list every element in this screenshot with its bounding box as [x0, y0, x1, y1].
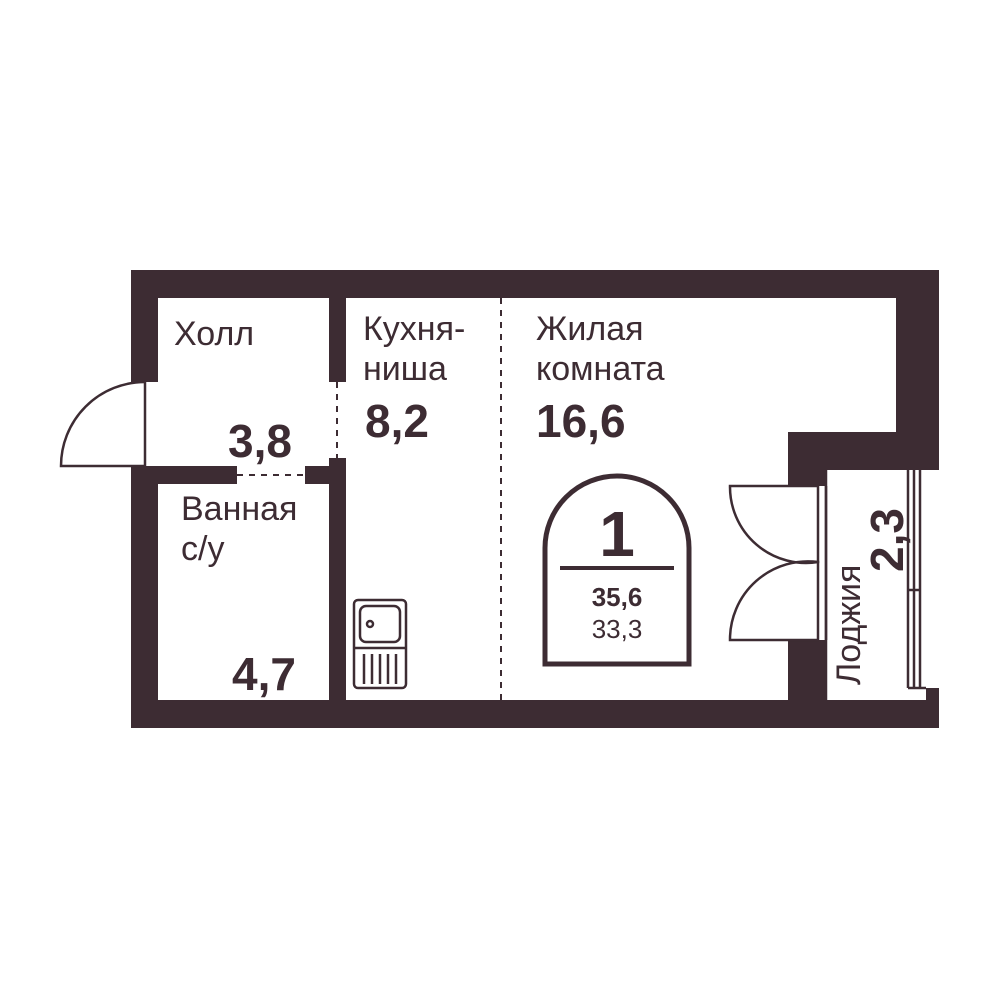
- hall-area: 3,8: [228, 415, 292, 467]
- bathroom-area: 4,7: [232, 648, 296, 700]
- kitchen-name-line1: Кухня-: [363, 310, 465, 348]
- entrance-door[interactable]: [59, 380, 147, 468]
- wall-bath-kitchen: [329, 458, 346, 700]
- bath-wall-notch: [131, 484, 158, 588]
- loggia-pier-top: [788, 432, 826, 486]
- hall-name: Холл: [174, 315, 254, 353]
- badge-living-area: 33,3: [592, 614, 643, 644]
- badge-total-area: 35,6: [592, 582, 643, 612]
- living-name-line1: Жилая: [536, 310, 644, 348]
- wall-hall-kitchen: [329, 298, 346, 382]
- wall-right-lower: [926, 688, 939, 728]
- living-name-line2: комната: [536, 350, 665, 388]
- wall-top: [131, 270, 939, 298]
- living-area: 16,6: [536, 395, 626, 447]
- loggia-outline: [824, 470, 926, 700]
- interior-walls: [131, 298, 346, 700]
- loggia-area: 2,3: [861, 508, 913, 572]
- loggia-name: Лоджия: [830, 565, 868, 685]
- bathroom-name-line2: с/у: [181, 530, 224, 568]
- badge-outline: [542, 473, 692, 667]
- outer-walls: [131, 270, 939, 728]
- kitchen-name-line2: ниша: [363, 350, 447, 388]
- sink-icon: [352, 598, 408, 690]
- wall-hall-bath-right: [305, 466, 346, 484]
- wall-hall-bath-left: [131, 466, 237, 484]
- kitchen-area: 8,2: [365, 395, 429, 447]
- wall-left-upper: [131, 270, 158, 382]
- loggia-pier-bottom: [788, 640, 826, 728]
- badge-rooms-count: 1: [599, 498, 635, 570]
- apartment-badge: 1 35,6 33,3: [542, 473, 692, 667]
- balcony-door[interactable]: [728, 484, 828, 642]
- bathroom-name-line1: Ванная: [181, 490, 297, 528]
